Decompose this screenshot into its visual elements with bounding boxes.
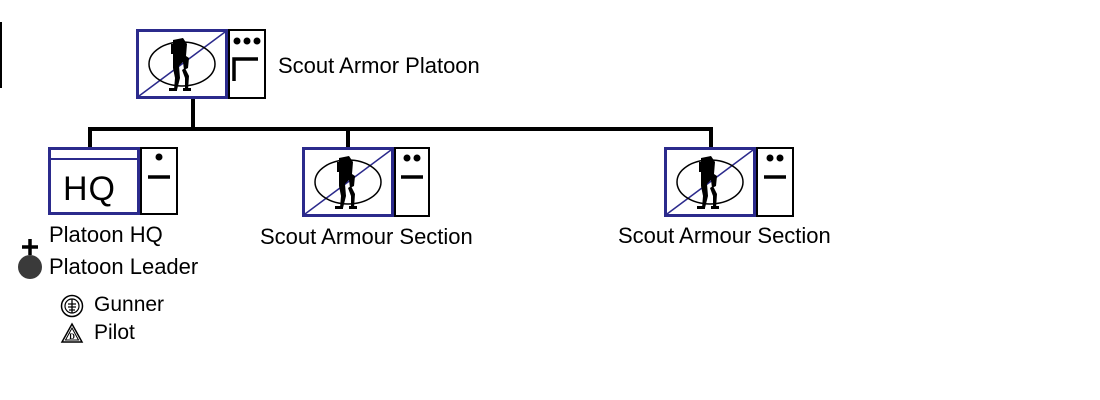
squad-echelon-icon — [764, 154, 786, 179]
hq-symbol-text: HQ — [63, 170, 116, 208]
connector-drop-section-2 — [709, 127, 713, 149]
echelon-indicator — [756, 147, 794, 217]
connector-horizontal — [88, 127, 713, 131]
walker-armor-icon — [138, 31, 226, 97]
hq-staff-bar — [51, 158, 137, 160]
unit-symbol-frame — [136, 29, 228, 99]
echelon-indicator — [228, 29, 266, 99]
child-unit-section-1[interactable] — [302, 147, 430, 217]
echelon-indicator — [394, 147, 430, 217]
leader-icon — [18, 239, 42, 279]
gunner-insignia-icon — [60, 294, 84, 318]
walker-armor-icon — [304, 149, 392, 215]
top-unit[interactable] — [136, 29, 266, 99]
pilot-insignia-icon: D — [60, 322, 84, 343]
connector-vertical-top — [191, 98, 195, 130]
top-unit-label: Scout Armor Platoon — [278, 53, 480, 78]
connector-drop-hq — [88, 127, 92, 149]
edge-line — [0, 22, 2, 88]
walker-armor-icon — [666, 149, 754, 215]
child-unit-hq[interactable]: HQ — [48, 147, 178, 215]
member-label-pilot: Pilot — [94, 321, 135, 344]
platoon-echelon-icon — [232, 37, 261, 81]
svg-text:D: D — [69, 332, 75, 341]
hq-symbol-frame: HQ — [48, 147, 140, 215]
member-label-gunner: Gunner — [94, 293, 165, 316]
leader-label: Platoon Leader — [49, 254, 199, 279]
child-unit-section-1-label: Scout Armour Section — [260, 224, 473, 249]
child-unit-hq-label: Platoon HQ — [49, 222, 163, 247]
child-unit-section-2[interactable] — [664, 147, 794, 217]
unit-symbol-frame — [664, 147, 756, 217]
section-echelon-icon — [148, 153, 170, 179]
echelon-indicator — [140, 147, 178, 215]
squad-echelon-icon — [401, 154, 423, 179]
connector-drop-section-1 — [346, 127, 350, 149]
child-unit-section-2-label: Scout Armour Section — [618, 223, 831, 248]
unit-symbol-frame — [302, 147, 394, 217]
